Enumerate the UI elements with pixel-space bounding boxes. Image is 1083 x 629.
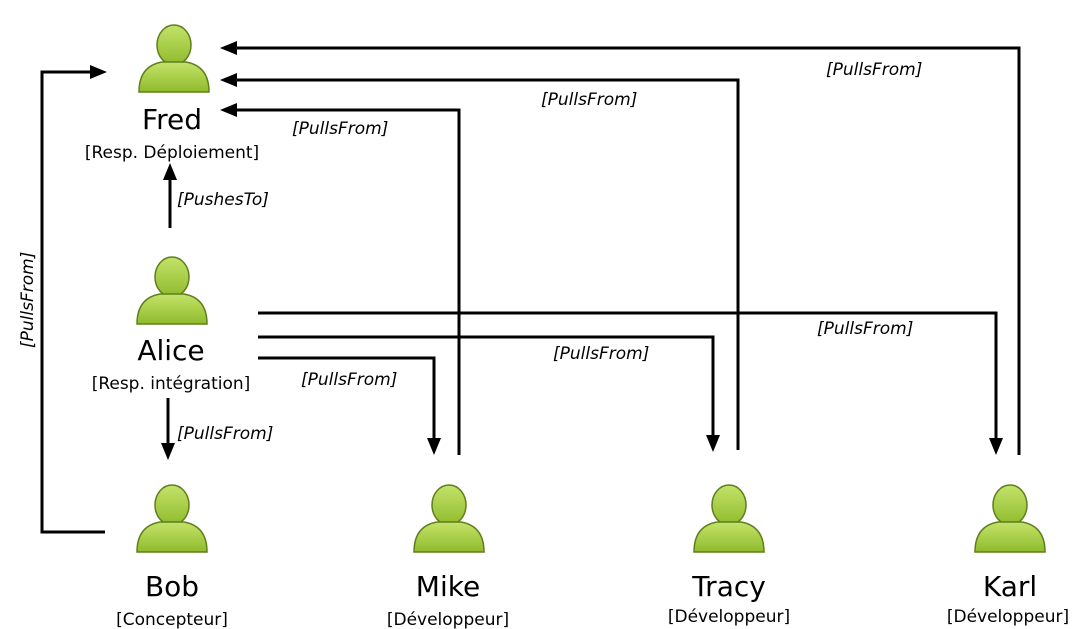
person-role-alice: [Resp. intégration] — [92, 374, 251, 394]
arrowhead-karl-fred — [220, 41, 237, 55]
person-name-alice: Alice — [137, 334, 204, 367]
arrowhead-alice-tracy — [706, 435, 720, 452]
person-icon — [413, 484, 485, 553]
person-mike: Mike [Développeur] — [387, 484, 509, 629]
person-role-mike: [Développeur] — [387, 610, 509, 629]
person-icon — [136, 484, 208, 553]
arrowhead-tracy-fred — [220, 73, 237, 87]
edge-mike-fred-line — [235, 108, 461, 455]
person-fred: Fred [Resp. Déploiement] — [85, 24, 259, 163]
person-bob: Bob [Concepteur] — [116, 484, 228, 629]
edge-alice-mike-line — [258, 356, 436, 440]
arrowhead-alice-karl — [989, 438, 1003, 455]
edge-alice-tracy-line — [258, 335, 715, 437]
edge-label-alice-fred: [PushesTo] — [177, 190, 269, 210]
edge-label-alice-tracy: [PullsFrom] — [553, 344, 649, 364]
person-name-bob: Bob — [145, 570, 199, 603]
person-name-mike: Mike — [416, 570, 480, 603]
arrowhead-bob-fred — [90, 65, 107, 79]
person-icon — [693, 484, 765, 553]
person-icon — [136, 256, 208, 325]
edge-alice-karl-line — [258, 311, 998, 440]
arrowhead-alice-mike — [427, 438, 441, 455]
arrowhead-mike-fred — [220, 103, 237, 117]
edge-label-alice-bob: [PullsFrom] — [177, 424, 273, 444]
person-icon — [974, 484, 1046, 553]
person-name-fred: Fred — [142, 103, 202, 136]
edge-bob-fred-line — [40, 70, 105, 534]
person-role-bob: [Concepteur] — [116, 610, 228, 629]
person-role-karl: [Développeur] — [947, 607, 1069, 627]
person-karl: Karl [Développeur] — [947, 484, 1069, 627]
edge-label-karl-fred: [PullsFrom] — [826, 60, 922, 80]
arrowhead-alice-fred — [163, 163, 177, 180]
edge-label-mike-fred: [PullsFrom] — [292, 119, 388, 139]
arrowhead-alice-bob — [161, 443, 175, 460]
person-icon — [138, 24, 210, 93]
person-tracy: Tracy [Développeur] — [668, 484, 790, 627]
edge-label-tracy-fred: [PullsFrom] — [541, 90, 637, 110]
person-name-karl: Karl — [983, 570, 1037, 603]
person-alice: Alice [Resp. intégration] — [92, 256, 251, 394]
edge-tracy-fred-line — [235, 78, 740, 450]
person-name-tracy: Tracy — [691, 570, 766, 603]
edge-label-bob-fred: [PullsFrom] — [18, 252, 38, 348]
person-role-tracy: [Développeur] — [668, 607, 790, 627]
edge-label-alice-karl: [PullsFrom] — [817, 319, 913, 339]
edge-karl-fred-line — [235, 46, 1021, 455]
person-role-fred: [Resp. Déploiement] — [85, 143, 259, 163]
edge-label-alice-mike: [PullsFrom] — [301, 370, 397, 390]
